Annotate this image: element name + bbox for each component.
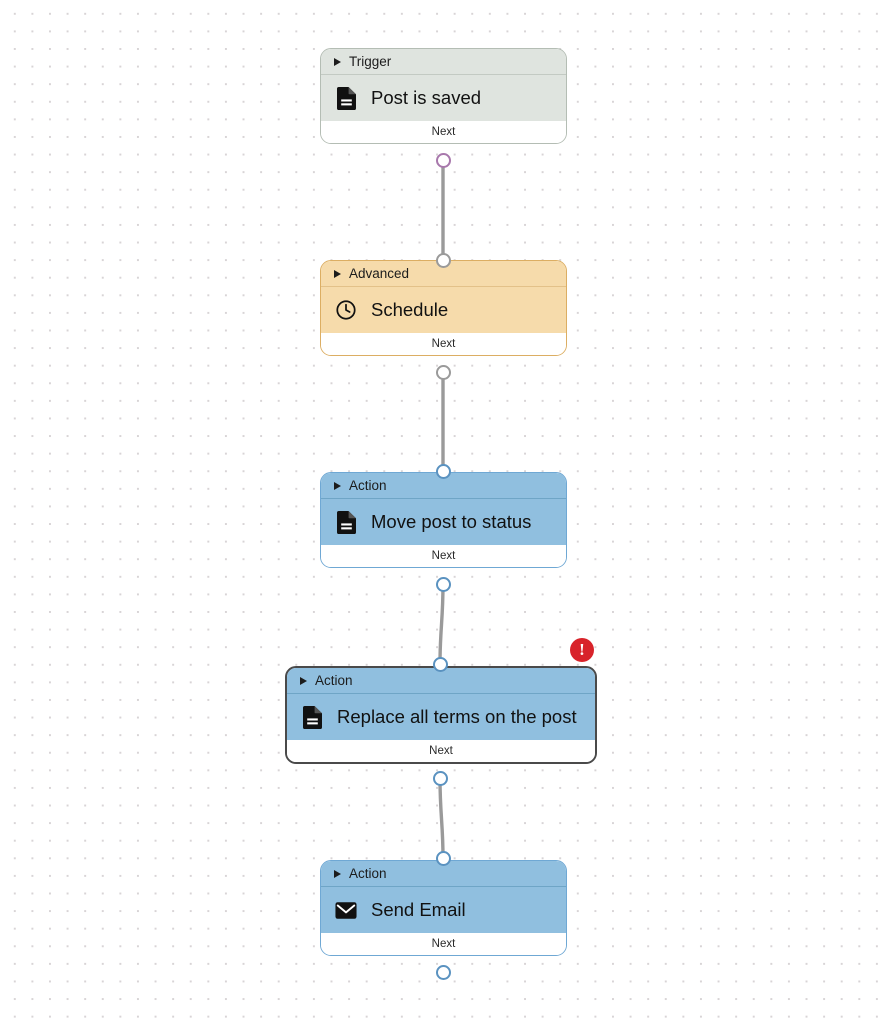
envelope-icon — [335, 898, 357, 922]
node-next-label: Next — [431, 550, 456, 562]
node-title: Move post to status — [371, 511, 532, 532]
node-title: Send Email — [371, 899, 466, 920]
node-kind-label: Action — [349, 866, 387, 881]
connector-port-out-advanced[interactable] — [435, 364, 451, 380]
node-next-label: Next — [431, 338, 456, 350]
disclosure-triangle-icon[interactable] — [334, 57, 341, 66]
error-badge-replace-all-terms[interactable]: ! — [570, 638, 594, 662]
clock-icon — [335, 298, 357, 322]
node-next-footer[interactable]: Next — [287, 740, 595, 762]
node-body[interactable]: Replace all terms on the post — [287, 694, 595, 740]
document-icon — [301, 705, 323, 729]
document-icon — [335, 86, 357, 110]
document-icon — [335, 510, 357, 534]
edge-action-1-to-action-2 — [438, 582, 445, 666]
node-header[interactable]: Trigger — [321, 49, 566, 75]
node-title: Schedule — [371, 299, 449, 320]
connector-port-in-advanced[interactable] — [435, 252, 451, 268]
node-header[interactable]: Action — [287, 668, 595, 694]
connector-port-out-action-2[interactable] — [432, 770, 448, 786]
connector-port-out-trigger[interactable] — [435, 152, 451, 168]
connector-port-in-action-2[interactable] — [432, 656, 448, 672]
node-kind-label: Action — [349, 478, 387, 493]
node-next-label: Next — [431, 126, 456, 138]
node-next-footer[interactable]: Next — [321, 121, 566, 143]
node-next-label: Next — [431, 938, 456, 950]
node-body[interactable]: Schedule — [321, 287, 566, 333]
disclosure-triangle-icon[interactable] — [334, 869, 341, 878]
disclosure-triangle-icon[interactable] — [334, 269, 341, 278]
disclosure-triangle-icon[interactable] — [300, 676, 307, 685]
connector-port-in-action-3[interactable] — [435, 850, 451, 866]
exclamation-icon: ! — [579, 640, 585, 659]
node-header[interactable]: Action — [321, 473, 566, 499]
node-body[interactable]: Send Email — [321, 887, 566, 933]
node-title: Post is saved — [371, 87, 482, 108]
node-next-footer[interactable]: Next — [321, 333, 566, 355]
node-kind-label: Action — [315, 673, 353, 688]
node-kind-label: Advanced — [349, 266, 410, 281]
node-kind-label: Trigger — [349, 54, 392, 69]
node-title: Replace all terms on the post — [337, 706, 577, 727]
node-next-label: Next — [429, 745, 453, 757]
node-next-footer[interactable]: Next — [321, 933, 566, 955]
connector-port-in-action-1[interactable] — [435, 463, 451, 479]
connector-port-out-action-1[interactable] — [435, 576, 451, 592]
disclosure-triangle-icon[interactable] — [334, 481, 341, 490]
edge-action-2-to-action-3 — [438, 776, 445, 860]
node-body[interactable]: Move post to status — [321, 499, 566, 545]
node-next-footer[interactable]: Next — [321, 545, 566, 567]
node-body[interactable]: Post is saved — [321, 75, 566, 121]
connector-port-out-action-3[interactable] — [435, 964, 451, 980]
